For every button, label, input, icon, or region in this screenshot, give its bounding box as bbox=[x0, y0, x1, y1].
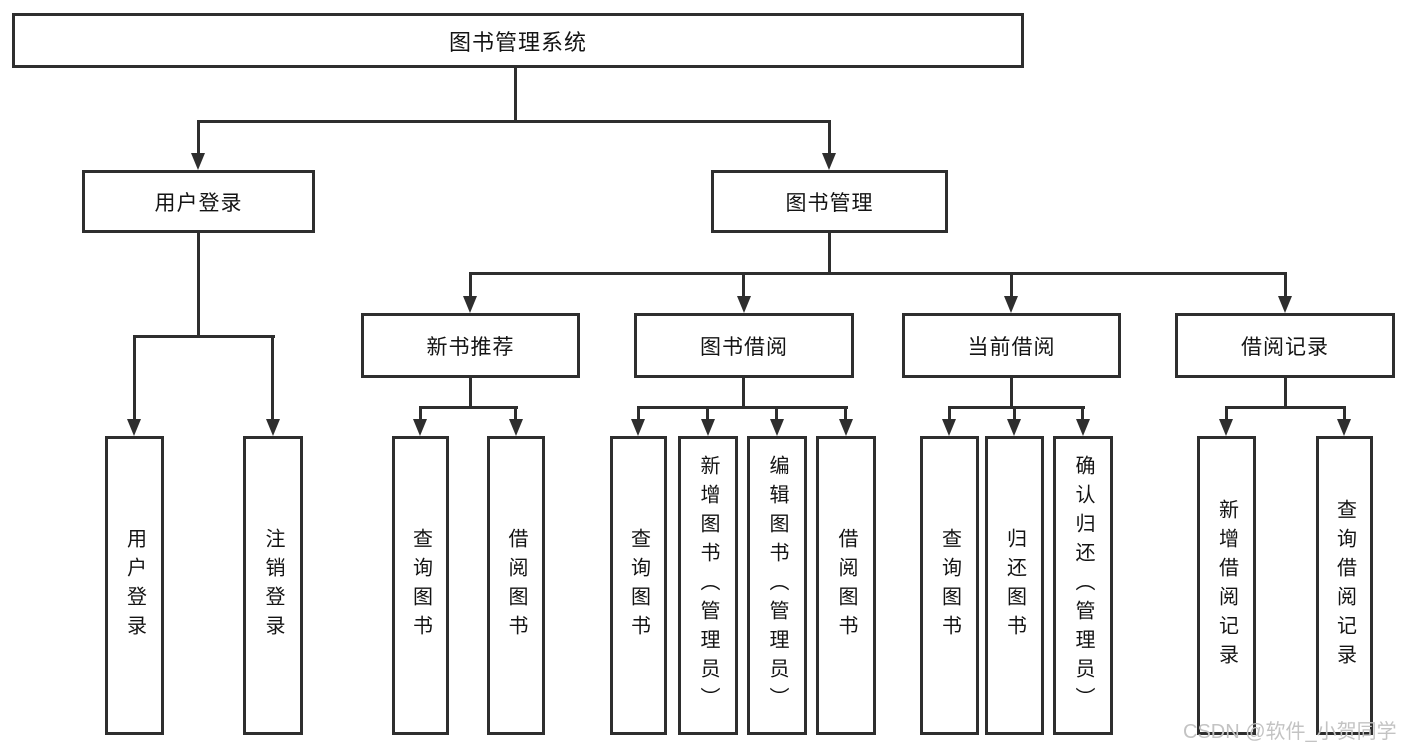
leaf-box-user-login: 用户登录 bbox=[105, 436, 164, 735]
connector-vline bbox=[948, 406, 951, 419]
arrow-down-icon bbox=[631, 419, 645, 436]
connector-hline bbox=[637, 406, 848, 409]
arrow-down-icon bbox=[1278, 296, 1292, 313]
leaf-label: 新增图书（管理员） bbox=[697, 455, 719, 716]
connector-vline bbox=[844, 406, 847, 419]
leaf-label: 归还图书 bbox=[1003, 527, 1026, 644]
leaf-box-query-books-recommend: 查询图书 bbox=[392, 436, 449, 735]
connector-vline bbox=[828, 120, 831, 153]
connector-vline bbox=[514, 406, 517, 419]
leaf-box-logout: 注销登录 bbox=[243, 436, 303, 735]
connector-hline bbox=[133, 335, 275, 338]
arrow-down-icon bbox=[737, 296, 751, 313]
arrow-down-icon bbox=[463, 296, 477, 313]
node-label: 图书管理系统 bbox=[448, 29, 587, 55]
leaf-label: 查询图书 bbox=[627, 527, 650, 644]
node-box-current-borrowing: 当前借阅 bbox=[902, 313, 1121, 378]
arrow-down-icon bbox=[413, 419, 427, 436]
connector-vline bbox=[1081, 406, 1084, 419]
connector-vline bbox=[775, 406, 778, 419]
connector-vline bbox=[828, 233, 831, 272]
node-box-book-management: 图书管理 bbox=[711, 170, 948, 233]
leaf-label: 注销登录 bbox=[262, 527, 284, 644]
connector-vline bbox=[1013, 406, 1016, 419]
node-box-user-login: 用户登录 bbox=[82, 170, 315, 233]
leaf-box-edit-book-admin: 编辑图书（管理员） bbox=[747, 436, 807, 735]
node-box-book-borrowing: 图书借阅 bbox=[634, 313, 854, 378]
arrow-down-icon bbox=[1007, 419, 1021, 436]
connector-vline bbox=[271, 335, 274, 419]
connector-hline bbox=[948, 406, 1085, 409]
connector-vline bbox=[1284, 272, 1287, 296]
arrow-down-icon bbox=[701, 419, 715, 436]
leaf-label: 确认归还（管理员） bbox=[1072, 455, 1094, 716]
leaf-box-return-book: 归还图书 bbox=[985, 436, 1044, 735]
leaf-box-query-borrow-record: 查询借阅记录 bbox=[1316, 436, 1373, 735]
connector-vline bbox=[197, 233, 200, 335]
leaf-label: 借阅图书 bbox=[505, 527, 527, 644]
arrow-down-icon bbox=[822, 153, 836, 170]
leaf-label: 查询图书 bbox=[409, 527, 432, 644]
arrow-down-icon bbox=[1004, 296, 1018, 313]
node-label: 用户登录 bbox=[154, 191, 243, 215]
connector-vline bbox=[197, 120, 200, 153]
arrow-down-icon bbox=[127, 419, 141, 436]
leaf-label: 查询借阅记录 bbox=[1333, 498, 1356, 673]
leaf-label: 新增借阅记录 bbox=[1215, 498, 1238, 673]
connector-vline bbox=[742, 272, 745, 296]
arrow-down-icon bbox=[509, 419, 523, 436]
connector-hline bbox=[197, 120, 831, 123]
leaf-label: 用户登录 bbox=[123, 527, 146, 644]
node-label: 图书借阅 bbox=[700, 335, 788, 359]
leaf-box-confirm-return-admin: 确认归还（管理员） bbox=[1053, 436, 1113, 735]
node-label: 新书推荐 bbox=[426, 335, 515, 359]
arrow-down-icon bbox=[942, 419, 956, 436]
arrow-down-icon bbox=[266, 419, 280, 436]
connector-vline bbox=[469, 378, 472, 406]
arrow-down-icon bbox=[770, 419, 784, 436]
connector-vline bbox=[1010, 272, 1013, 296]
connector-vline bbox=[1010, 378, 1013, 406]
watermark: CSDN @软件_小贺同学 bbox=[1183, 721, 1397, 743]
leaf-label: 借阅图书 bbox=[835, 527, 857, 644]
node-box-new-book-recommend: 新书推荐 bbox=[361, 313, 580, 378]
arrow-down-icon bbox=[1076, 419, 1090, 436]
connector-hline bbox=[469, 272, 1287, 275]
connector-vline bbox=[1343, 406, 1346, 419]
connector-vline bbox=[1225, 406, 1228, 419]
connector-vline bbox=[706, 406, 709, 419]
connector-vline bbox=[637, 406, 640, 419]
arrow-down-icon bbox=[191, 153, 205, 170]
leaf-box-borrow-books: 借阅图书 bbox=[816, 436, 876, 735]
arrow-down-icon bbox=[1337, 419, 1351, 436]
connector-vline bbox=[419, 406, 422, 419]
arrow-down-icon bbox=[1219, 419, 1233, 436]
leaf-box-query-books-current: 查询图书 bbox=[920, 436, 979, 735]
node-label: 当前借阅 bbox=[967, 335, 1056, 359]
leaf-label: 编辑图书（管理员） bbox=[766, 455, 788, 716]
connector-hline bbox=[419, 406, 518, 409]
leaf-box-borrow-books-recommend: 借阅图书 bbox=[487, 436, 545, 735]
leaf-box-add-book-admin: 新增图书（管理员） bbox=[678, 436, 738, 735]
connector-vline bbox=[1284, 378, 1287, 406]
arrow-down-icon bbox=[839, 419, 853, 436]
connector-hline bbox=[1225, 406, 1346, 409]
connector-vline bbox=[514, 68, 517, 120]
node-box-library-management-system: 图书管理系统 bbox=[12, 13, 1024, 68]
node-label: 图书管理 bbox=[785, 191, 874, 215]
leaf-box-query-books-borrowing: 查询图书 bbox=[610, 436, 667, 735]
leaf-label: 查询图书 bbox=[938, 527, 961, 644]
connector-vline bbox=[469, 272, 472, 296]
node-label: 借阅记录 bbox=[1241, 335, 1329, 359]
node-box-borrowing-records: 借阅记录 bbox=[1175, 313, 1395, 378]
connector-vline bbox=[133, 335, 136, 419]
leaf-box-add-borrow-record: 新增借阅记录 bbox=[1197, 436, 1256, 735]
connector-vline bbox=[742, 378, 745, 406]
